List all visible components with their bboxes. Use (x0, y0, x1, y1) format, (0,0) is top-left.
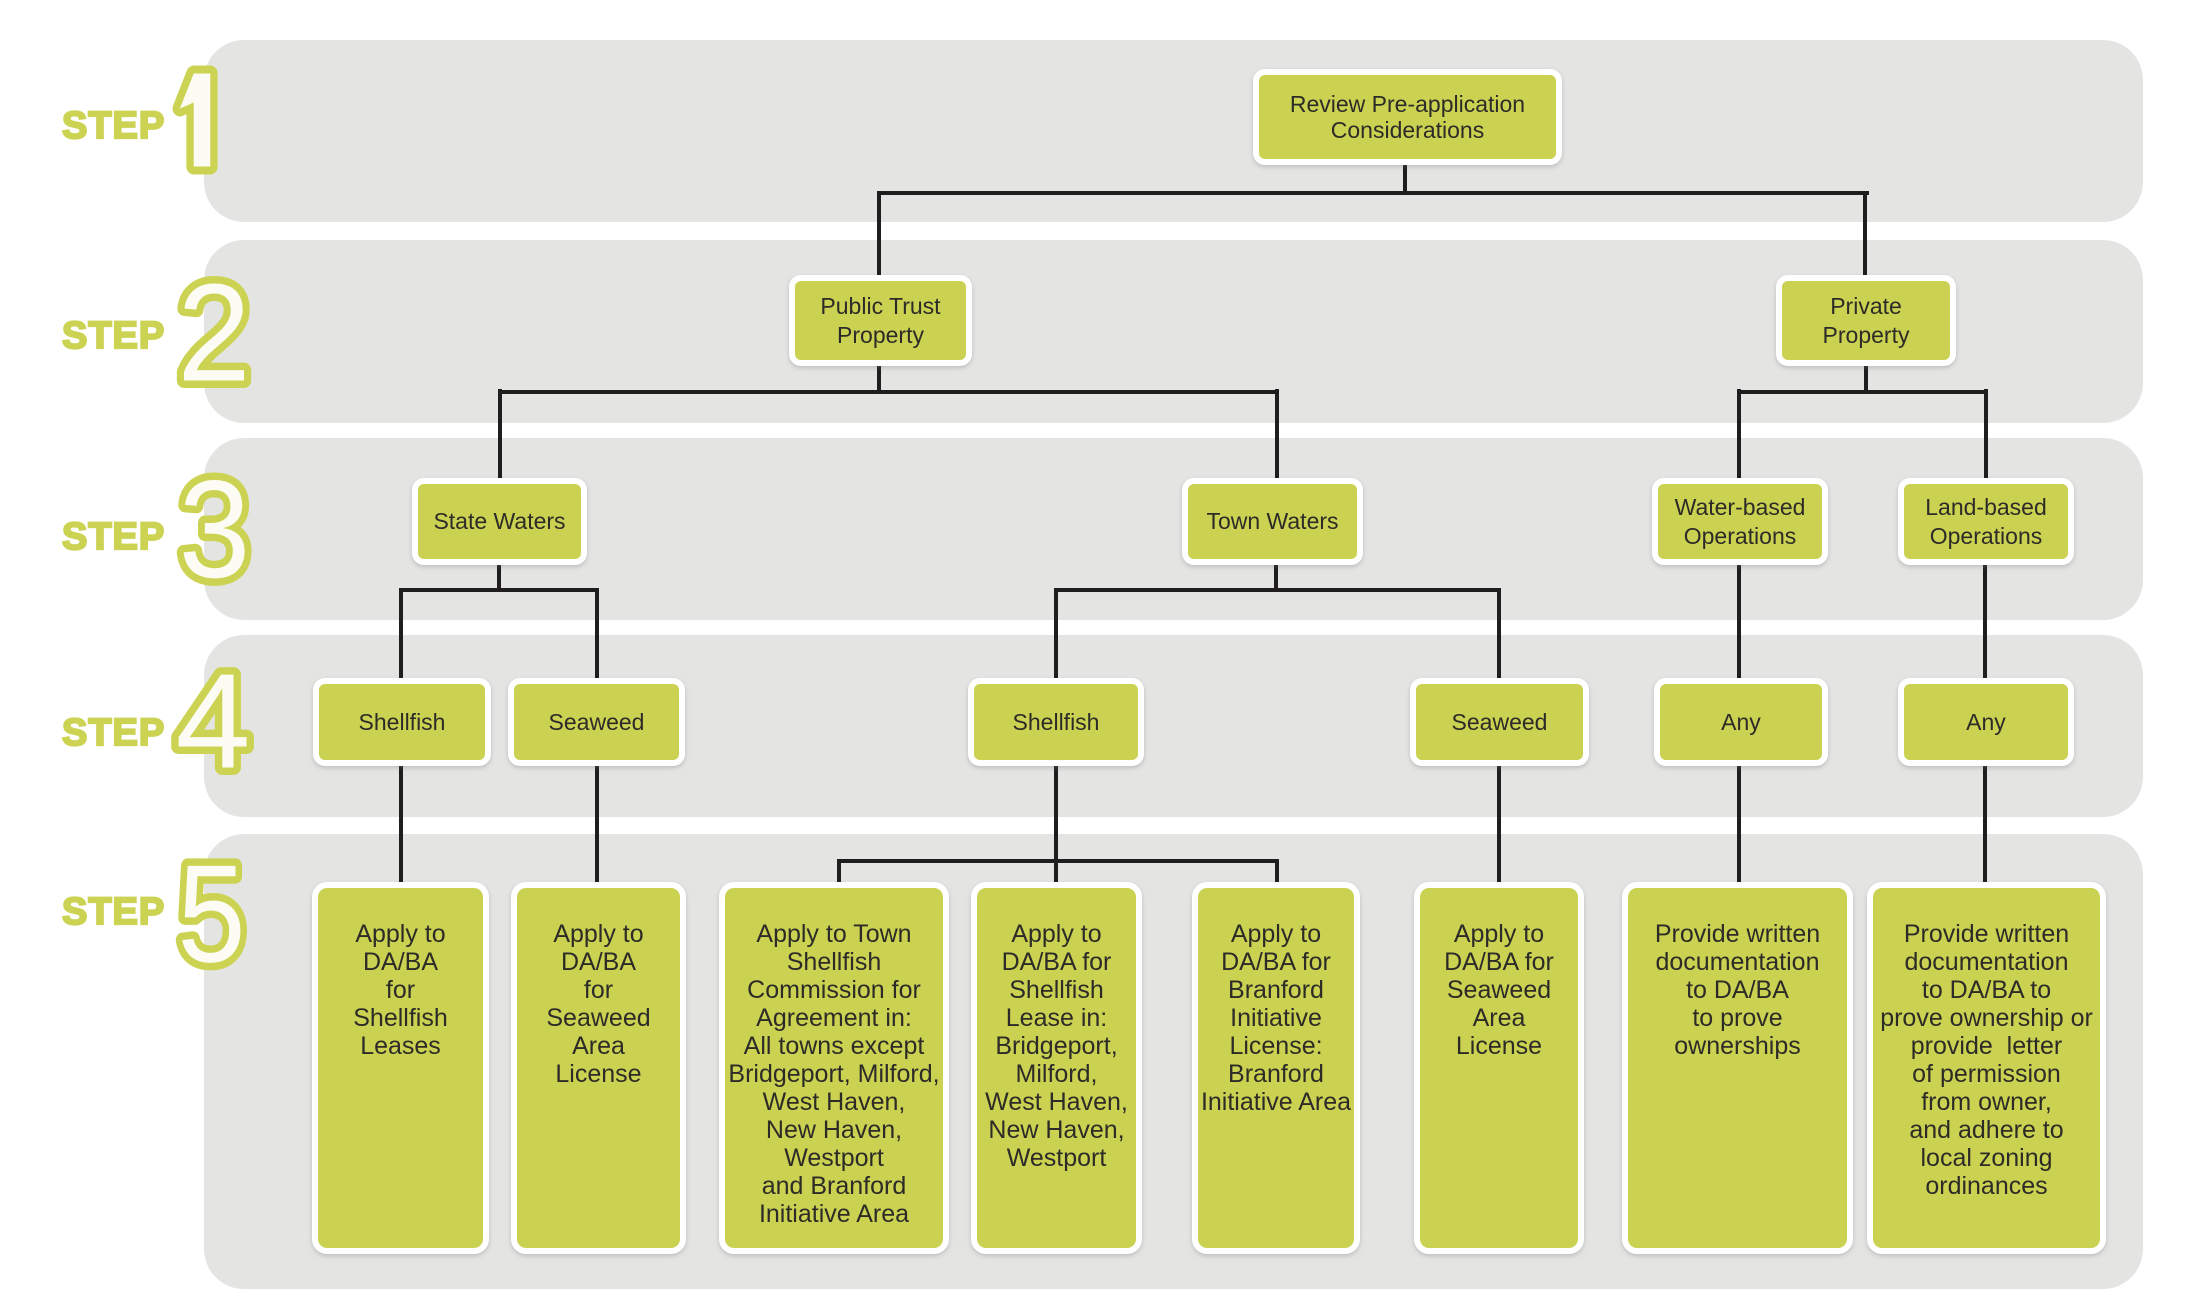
svg-text:3: 3 (179, 452, 251, 607)
svg-text:2: 2 (177, 254, 250, 410)
svg-text:4: 4 (176, 645, 251, 796)
svg-text:5: 5 (177, 835, 245, 991)
